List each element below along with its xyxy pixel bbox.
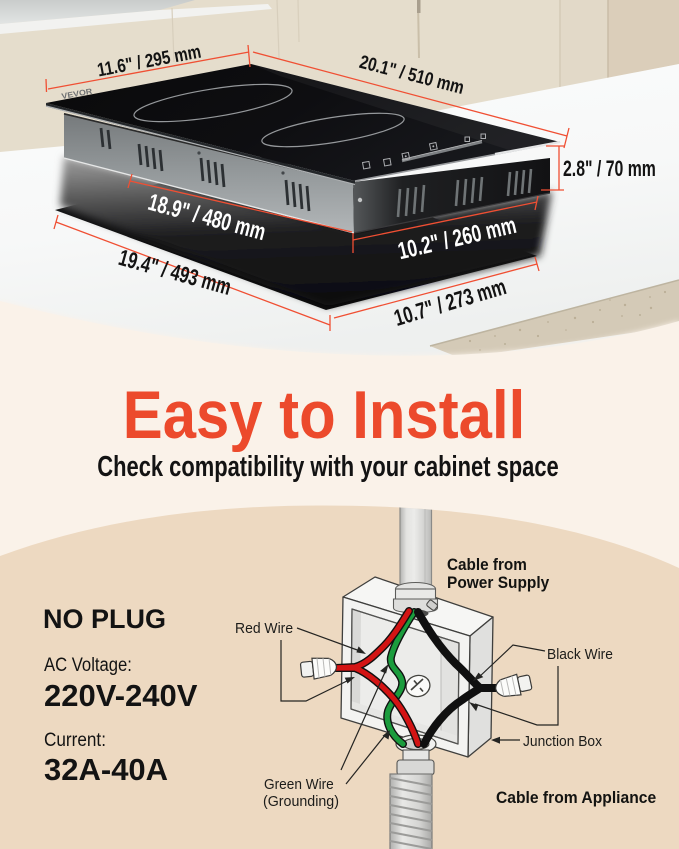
svg-text:2.8" / 70 mm: 2.8" / 70 mm: [563, 158, 656, 182]
svg-text:220V-240V: 220V-240V: [44, 678, 198, 713]
svg-text:Power Supply: Power Supply: [447, 573, 549, 592]
svg-text:32A-40A: 32A-40A: [44, 752, 168, 787]
svg-text:Easy to Install: Easy to Install: [123, 376, 525, 452]
svg-text:Current:: Current:: [44, 728, 106, 750]
svg-text:Green Wire: Green Wire: [264, 776, 334, 793]
svg-text:Red Wire: Red Wire: [235, 621, 293, 638]
svg-text:Junction Box: Junction Box: [523, 734, 603, 751]
svg-text:AC Voltage:: AC Voltage:: [44, 654, 132, 676]
svg-text:Black Wire: Black Wire: [547, 647, 613, 664]
svg-text:(Grounding): (Grounding): [263, 794, 339, 810]
svg-text:Check compatibility with your: Check compatibility with your cabinet sp…: [97, 451, 558, 483]
svg-text:Cable from Appliance: Cable from Appliance: [496, 788, 656, 807]
svg-text:NO PLUG: NO PLUG: [43, 604, 166, 634]
svg-text:Cable from: Cable from: [447, 555, 527, 574]
